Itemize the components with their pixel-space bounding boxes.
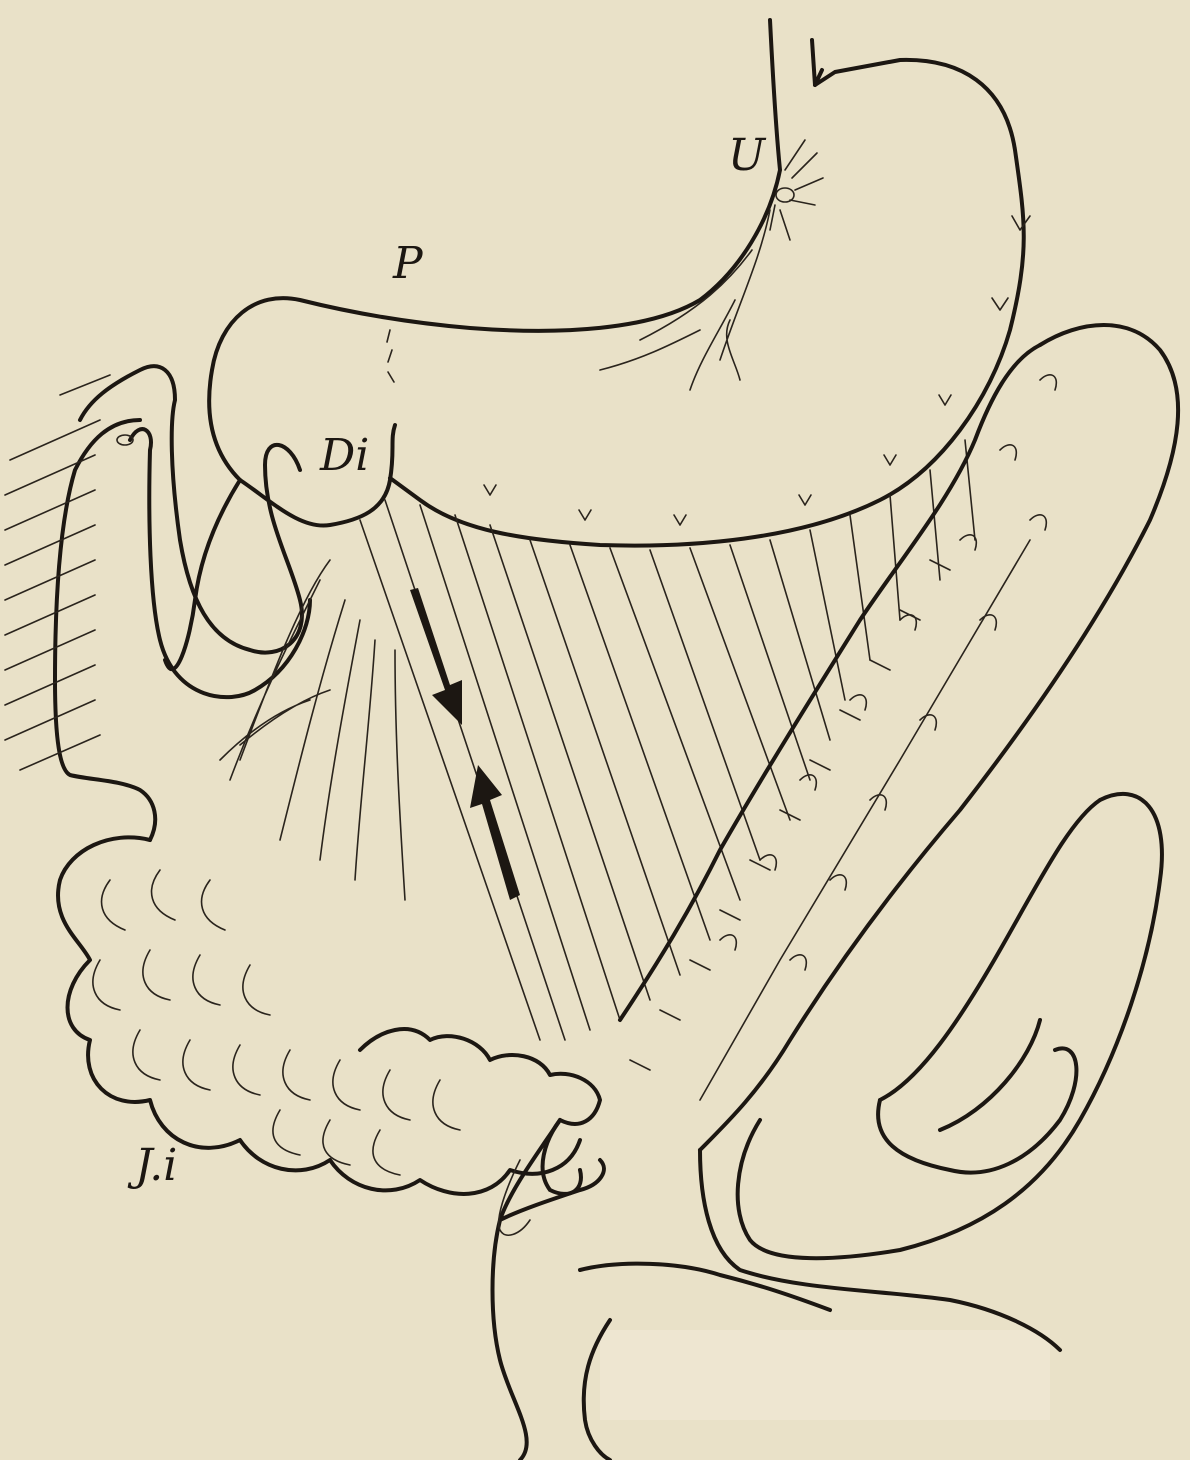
label-duodenum: Di xyxy=(319,430,369,481)
label-jejunum: J.i xyxy=(127,1140,177,1191)
paper-light-patch xyxy=(600,1330,1050,1420)
label-pylorus: P xyxy=(392,238,424,289)
label-ulcer: U xyxy=(728,130,767,181)
